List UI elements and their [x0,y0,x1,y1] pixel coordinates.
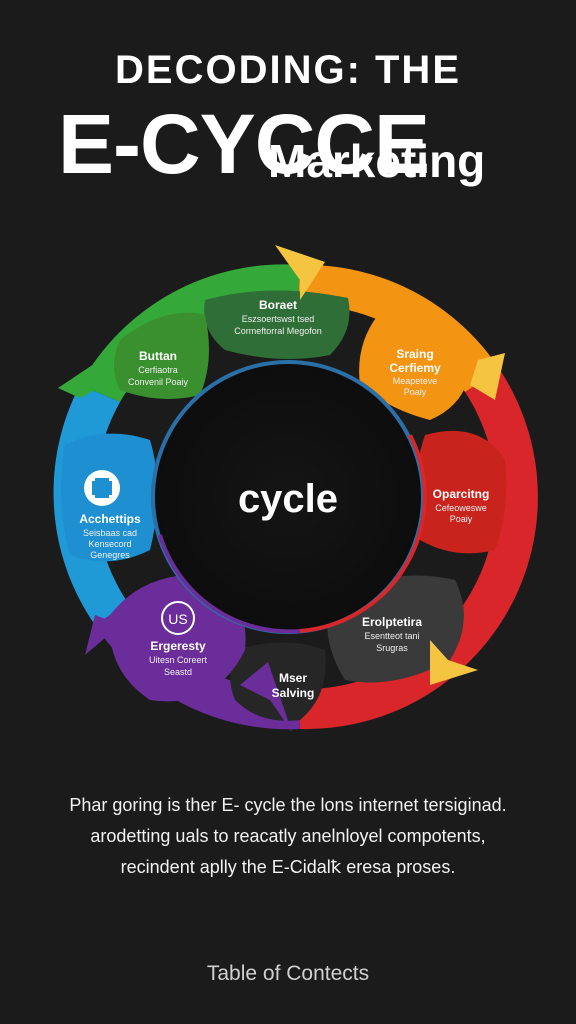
table-of-contents-link[interactable]: Table of Contects [206,962,370,985]
segment-top-right [359,315,470,420]
segment-right-title: Oparcitng [433,487,490,501]
badge-us [161,601,195,635]
arrow-icon [58,360,100,398]
segment-top-left-title: Buttan [139,349,177,363]
segment-top-title: Boraet [259,298,297,312]
arrow-icon [275,245,325,300]
segment-top-right-sub3: Poaiy [404,387,427,397]
segment-left-title: Acchettips [79,512,141,526]
arrows [58,245,505,732]
segment-bottom-title: Mser [279,671,307,685]
description-line-2: arodetting uals to reacatly anelnloyel c… [90,826,486,846]
segment-bottom-sub1: Salving [272,686,315,700]
segment-bottom-left-sub2: Seastd [164,667,192,677]
cycle-diagram: US Boraet Eszsoertswst tsed Cormeftorral… [53,245,538,732]
segment-top-left-sub1: Cerfiaotra [138,365,178,375]
segment-bottom-right-sub1: Esentteot tani [364,631,419,641]
segment-bottom-left-title: Ergeresty [150,639,206,653]
description-paragraph: Phar goring is ther E- cycle the lons in… [20,790,556,883]
segment-bottom-right-sub2: Srugras [376,643,408,653]
description-line-1: Phar goring is ther E- cycle the lons in… [69,795,507,815]
segment-right [415,430,507,554]
badge-us-label: US [168,611,187,627]
segment-right-sub2: Poaiy [450,514,473,524]
segment-left-sub2: Kensecord [88,539,131,549]
inner-ring-accent-2 [158,534,301,634]
segment-bottom-right-title: Erolptetira [362,615,422,629]
inner-ring-accent [299,434,427,633]
plus-icon [92,481,112,495]
description-line-3: recindent aplly the E-Cidalꝁ eresa prose… [120,857,456,877]
segment-left-sub3: Genegres [90,550,130,560]
segment-right-sub1: Cefeoweswe [435,503,487,513]
segment-top-left-sub2: Convenil Poaiy [128,377,189,387]
arrow-icon [85,615,135,655]
center-label: cycle [238,477,338,521]
segment-bottom-left-sub1: Uitesn Coreert [149,655,208,665]
segment-top-right-sub2: Meapeteve [393,376,438,386]
segment-top-left [114,312,209,399]
arrow-icon [430,640,478,685]
arrow-icon [470,353,505,400]
segment-top [204,290,350,359]
segment-bottom [230,642,326,721]
segment-top-sub2: Cormeftorral Megofon [234,326,322,336]
title-line-3: Marketing [268,135,486,187]
ring-red [298,370,538,730]
title-line-1: DECODING: THE [115,48,461,92]
segment-top-sub1: Eszsoertswst tsed [242,314,315,324]
segment-left-sub1: Seisbaas cad [83,528,137,538]
segment-top-right-sub1: Cerfiemy [389,361,441,375]
arrow-icon [240,662,292,732]
title-line-2: E-CYCCE [58,97,430,191]
header: DECODING: THE E-CYCCE Marketing [0,40,576,210]
segment-top-right-title: Sraing [396,347,433,361]
